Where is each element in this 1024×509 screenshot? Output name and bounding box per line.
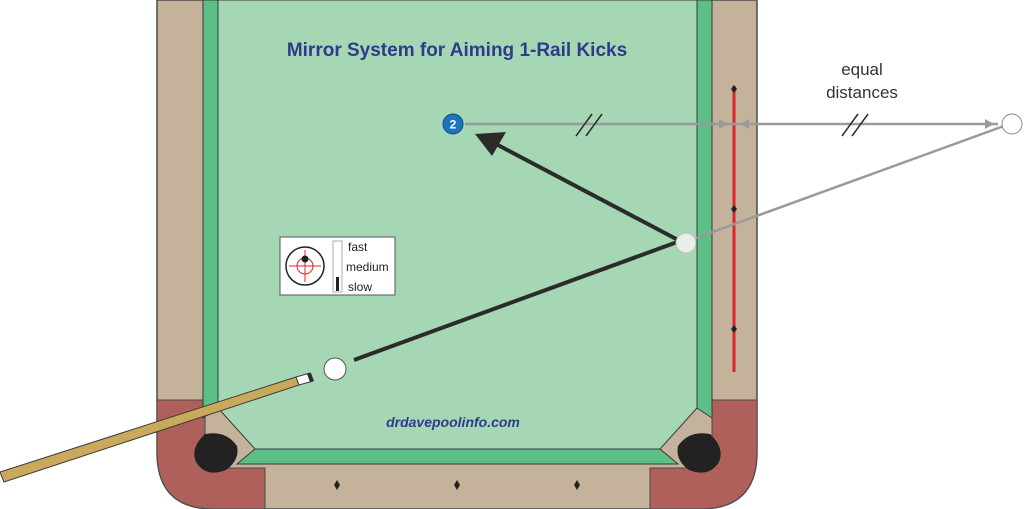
right-corner-pocket (677, 433, 721, 473)
left-corner-pocket (194, 433, 238, 473)
diamond-marker (574, 480, 580, 490)
cue-ball (323, 357, 347, 381)
speed-label-medium: medium (346, 260, 389, 274)
object-ball-2 (442, 113, 464, 135)
cue-ball-path (495, 142, 681, 243)
annotation-line-1: equal (841, 60, 883, 79)
speed-label-fast: fast (348, 240, 368, 254)
contact-ghost-ball (675, 232, 697, 254)
arrowhead (985, 119, 994, 129)
speed-label-slow: slow (348, 280, 372, 294)
annotation-line-2: distances (826, 83, 898, 102)
left-corner-leather (156, 399, 266, 509)
right-cushion (696, 0, 713, 419)
diamond-marker (334, 480, 340, 490)
arrowhead (740, 119, 749, 129)
speed-scale (332, 240, 343, 293)
diamond-marker (731, 325, 737, 333)
mirror-image-ball (1001, 113, 1023, 135)
speed-legend: fast medium slow (279, 236, 396, 296)
aim-line (695, 124, 1005, 240)
ball-number-label: 2 (450, 118, 457, 132)
path-arrowhead (475, 132, 506, 156)
diamond-marker (454, 480, 460, 490)
credit-text: drdavepoolinfo.com (386, 414, 520, 430)
equal-tick-mark (841, 113, 859, 137)
cue-ball-path (353, 239, 681, 362)
equal-tick-mark (585, 113, 603, 137)
right-corner-leather (649, 399, 758, 509)
diagram-title: Mirror System for Aiming 1-Rail Kicks (287, 40, 627, 61)
equal-tick-mark (575, 113, 593, 137)
bottom-cushion (235, 448, 680, 465)
speed-level-bar (336, 277, 339, 291)
diamond-marker (731, 85, 737, 93)
tip-contact-dot (301, 255, 309, 263)
diamond-marker (731, 205, 737, 213)
cue-tip-end (307, 373, 314, 382)
arrowhead (719, 119, 728, 129)
left-cushion (202, 0, 219, 419)
equal-tick-mark (851, 113, 869, 137)
